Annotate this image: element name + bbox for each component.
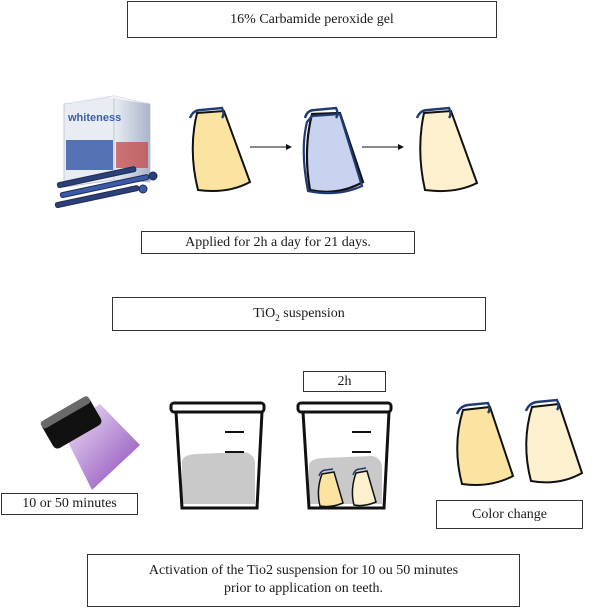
beaker-suspension-icon (169, 401, 266, 510)
beaker-with-teeth-icon (296, 401, 393, 510)
activation-caption-line1: Activation of the Tio2 suspension for 10… (148, 563, 459, 578)
activation-caption-line2: prior to application on teeth. (223, 581, 383, 596)
tio2-title: TiO2 suspension (253, 306, 345, 323)
color-change-box: Color change (436, 500, 583, 529)
arrow-right-icon (250, 144, 292, 150)
tooth-with-gel-tray-icon (302, 106, 365, 195)
tooth-before-bleaching-icon (188, 106, 252, 192)
tooth-result-light-icon (524, 398, 584, 484)
product-brand-text: whiteness (67, 112, 121, 124)
gel-caption: Applied for 2h a day for 21 days. (185, 235, 371, 250)
duration-box: 2h (303, 371, 386, 392)
uv-lamp-icon (40, 396, 140, 490)
uv-time-label: 10 or 50 minutes (22, 496, 117, 511)
tio2-title-box: TiO2 suspension (112, 297, 486, 331)
gel-title: 16% Carbamide peroxide gel (230, 12, 394, 27)
tooth-after-bleaching-icon (415, 106, 479, 193)
uv-time-box: 10 or 50 minutes (1, 493, 138, 515)
activation-caption-box: Activation of the Tio2 suspension for 10… (87, 554, 520, 607)
arrow-right-icon (362, 144, 404, 150)
gel-title-box: 16% Carbamide peroxide gel (127, 1, 497, 38)
whitening-product-icon: whiteness (54, 95, 158, 209)
color-change-label: Color change (471, 507, 548, 522)
duration-label: 2h (337, 374, 352, 389)
tooth-result-yellow-icon (455, 401, 515, 486)
gel-caption-box: Applied for 2h a day for 21 days. (141, 231, 415, 254)
